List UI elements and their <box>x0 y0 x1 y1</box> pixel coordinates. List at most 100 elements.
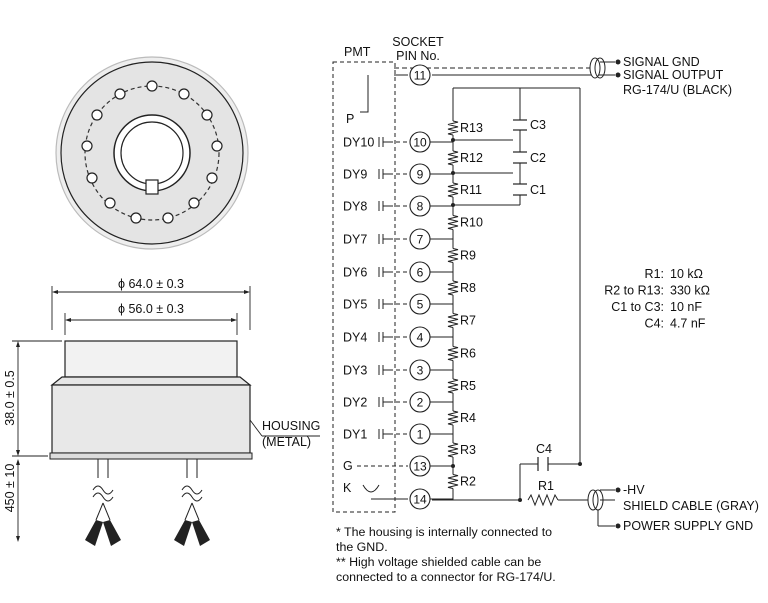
pin-number: 1 <box>417 428 424 442</box>
dynode-label: DY4 <box>343 331 367 345</box>
pin-number: 4 <box>417 331 424 345</box>
height-label: 38.0 ± 0.5 <box>3 370 17 426</box>
resistor-label: R6 <box>460 347 476 361</box>
note-line: the GND. <box>336 540 388 554</box>
dynode-symbol <box>378 299 389 309</box>
resistor-symbol <box>447 150 459 166</box>
dynode-label: DY10 <box>343 136 374 150</box>
value-key: R2 to R13: <box>604 284 664 298</box>
dynode-label: DY1 <box>343 428 367 442</box>
dynode-label: DY7 <box>343 233 367 247</box>
resistor-label: R8 <box>460 281 476 295</box>
dynode-symbol <box>378 365 389 375</box>
resistor-symbol <box>447 120 459 136</box>
c4-label: C4 <box>536 442 552 456</box>
value-val: 330 kΩ <box>670 284 710 298</box>
value-val: 10 nF <box>670 300 702 314</box>
housing-material-label: (METAL) <box>262 435 311 449</box>
resistor-symbol <box>447 474 459 489</box>
resistor-label: R13 <box>460 121 483 135</box>
grid-label: G <box>343 459 353 473</box>
c1-label: C1 <box>530 183 546 197</box>
dynode-symbol <box>378 137 389 147</box>
note-line: ** High voltage shielded cable can be <box>336 555 542 569</box>
resistor-symbol <box>447 215 459 230</box>
note-line: * The housing is internally connected to <box>336 525 553 539</box>
socket-label: SOCKET <box>392 35 444 49</box>
dynode-label: DY2 <box>343 396 367 410</box>
resistor-symbol <box>447 313 459 328</box>
dynode-symbol <box>378 201 389 211</box>
housing-label: HOUSING <box>262 419 320 433</box>
value-key: R1: <box>645 267 664 281</box>
pin-circle <box>409 64 431 86</box>
pmt-label: PMT <box>344 45 371 59</box>
dynode-label: DY8 <box>343 200 367 214</box>
resistor-label: R10 <box>460 216 483 230</box>
pin-number: 3 <box>417 364 424 378</box>
resistor-label: R12 <box>460 151 483 165</box>
dynode-label: DY5 <box>343 298 367 312</box>
dynode-label: DY6 <box>343 266 367 280</box>
power-supply-gnd-label: POWER SUPPLY GND <box>623 519 753 533</box>
dynode-symbol <box>378 169 389 179</box>
cable-type-label: RG-174/U (BLACK) <box>623 83 732 97</box>
resistor-symbol <box>447 182 459 198</box>
pin-number: 2 <box>417 396 424 410</box>
pin-number: 10 <box>413 136 427 150</box>
resistor-symbol <box>447 442 459 458</box>
notes: * The housing is internally connected to… <box>336 525 756 585</box>
pin-number: 6 <box>417 266 424 280</box>
value-key: C4: <box>645 317 664 331</box>
signal-gnd-label: SIGNAL GND <box>623 55 700 69</box>
pin-number: 5 <box>417 298 424 312</box>
resistor-label: R4 <box>460 411 476 425</box>
pin-group: 11 10 9 8 7 6 5 4 3 2 1 13 14 DY10DY9DY8DY7DY6DY5DY4D… <box>343 64 453 510</box>
socket-pins <box>81 80 223 224</box>
pin-number: 8 <box>417 200 424 214</box>
c3-label: C3 <box>530 118 546 132</box>
housing-side-view <box>12 286 320 546</box>
dynode-symbol <box>378 234 389 244</box>
dynode-symbol <box>378 267 389 277</box>
dynode-symbol <box>378 332 389 342</box>
resistor-label: R2 <box>460 475 476 489</box>
pin-number: 13 <box>413 460 427 474</box>
inner-diameter-label: ϕ 56.0 ± 0.3 <box>118 302 184 316</box>
cathode-label: K <box>343 481 352 495</box>
pin-number: 14 <box>413 493 427 507</box>
dynode-symbol <box>378 429 389 439</box>
pin-number: 11 <box>414 69 427 83</box>
resistor-label: R5 <box>460 379 476 393</box>
dynode-label: DY3 <box>343 364 367 378</box>
resistor-symbol <box>447 410 459 426</box>
cable-length-label: 450 ± 10 <box>3 464 17 513</box>
anode-label: P <box>346 112 354 126</box>
hv-label: -HV <box>623 483 645 497</box>
resistor-symbol <box>447 280 459 296</box>
socket-top-view <box>55 56 249 250</box>
dynode-label: DY9 <box>343 168 367 182</box>
resistor-label: R3 <box>460 443 476 457</box>
r1-label: R1 <box>538 479 554 493</box>
resistor-symbol <box>447 248 459 263</box>
signal-output-label: SIGNAL OUTPUT <box>623 68 724 82</box>
pin-no-label: PIN No. <box>396 49 440 63</box>
note-line: connected to a connector for RG-174/U. <box>336 570 556 584</box>
value-val: 10 kΩ <box>670 267 703 281</box>
resistor-label: R9 <box>460 249 476 263</box>
resistor-label: R11 <box>460 183 482 197</box>
resistor-symbol <box>447 346 459 361</box>
component-values: R1: 10 kΩ R2 to R13: 330 kΩ C1 to C3: 10 nF C4… <box>604 267 710 331</box>
dynode-symbol <box>378 397 389 407</box>
value-key: C1 to C3: <box>611 300 664 314</box>
pin-number: 7 <box>417 233 424 247</box>
resistor-label: R7 <box>460 314 476 328</box>
value-val: 4.7 nF <box>670 317 706 331</box>
c2-label: C2 <box>530 151 546 165</box>
outer-diameter-label: ϕ 64.0 ± 0.3 <box>118 277 184 291</box>
shield-cable-label: SHIELD CABLE (GRAY) <box>623 499 759 513</box>
pin-number: 9 <box>417 168 424 182</box>
